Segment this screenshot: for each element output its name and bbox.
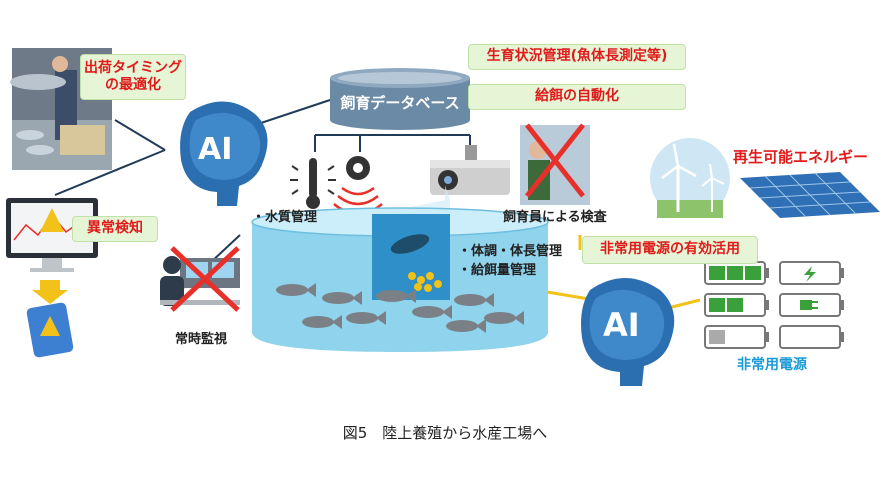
wind-turbine-icon (650, 138, 730, 218)
camera-view-inset (372, 214, 450, 300)
water-quality-label: ・水質管理 (252, 210, 318, 225)
figure-caption: 図5 陸上養殖から水産工場へ (342, 424, 548, 442)
feed-amount-label: ・給餌量管理 (458, 263, 537, 278)
monitoring-cross (170, 246, 240, 312)
monitor-icon (6, 198, 98, 272)
inspection-label: 飼育員による検査 (503, 210, 607, 225)
fish-icon (484, 311, 524, 325)
constant-monitoring-label: 常時監視 (175, 332, 228, 347)
database-label: 飼育データベース (340, 94, 460, 112)
ai-left-label: AI (198, 132, 233, 167)
fish-icon (446, 319, 486, 333)
inspection-cross (525, 123, 585, 198)
phone-alert-icon (26, 302, 74, 358)
auto-feeding-label: 給餌の自動化 (468, 84, 686, 110)
battery-icon (704, 293, 769, 317)
growth-management-label: 生育状況管理(魚体長測定等) (468, 44, 686, 70)
down-arrow-icon (32, 280, 68, 304)
camera-icon (430, 145, 510, 195)
fish-icon (276, 283, 316, 297)
shipping-timing-label: 出荷タイミング の最適化 (80, 54, 186, 100)
fish-icon (346, 311, 386, 325)
battery-icon (704, 325, 769, 349)
battery-plug-icon (779, 293, 844, 317)
ai-brain-left (180, 101, 268, 206)
fish-icon (302, 315, 342, 329)
thermometer-icon (290, 158, 336, 209)
backup-power-label: 非常用電源 (737, 357, 807, 373)
fish-icon (454, 293, 494, 307)
backup-power-use-label: 非常用電源の有効活用 (582, 236, 758, 264)
fish-farm-photo (10, 48, 112, 170)
battery-icon (704, 261, 769, 285)
fish-icon (322, 291, 362, 305)
database-cylinder (330, 68, 470, 130)
ai-brain-right (581, 278, 675, 386)
fish-icon (412, 305, 452, 319)
fish-icon (376, 289, 416, 303)
battery-empty-icon (779, 325, 844, 349)
battery-charge-icon (779, 261, 844, 285)
solar-panel-icon (740, 172, 880, 218)
battery-group (704, 261, 844, 349)
anomaly-label: 異常検知 (72, 216, 158, 242)
ai-right-label: AI (603, 306, 640, 344)
renewable-energy-label: 再生可能エネルギー (733, 148, 869, 166)
body-condition-label: ・体調・体長管理 (458, 244, 563, 259)
tank-fish (276, 283, 524, 333)
sensor-icon (333, 156, 383, 216)
